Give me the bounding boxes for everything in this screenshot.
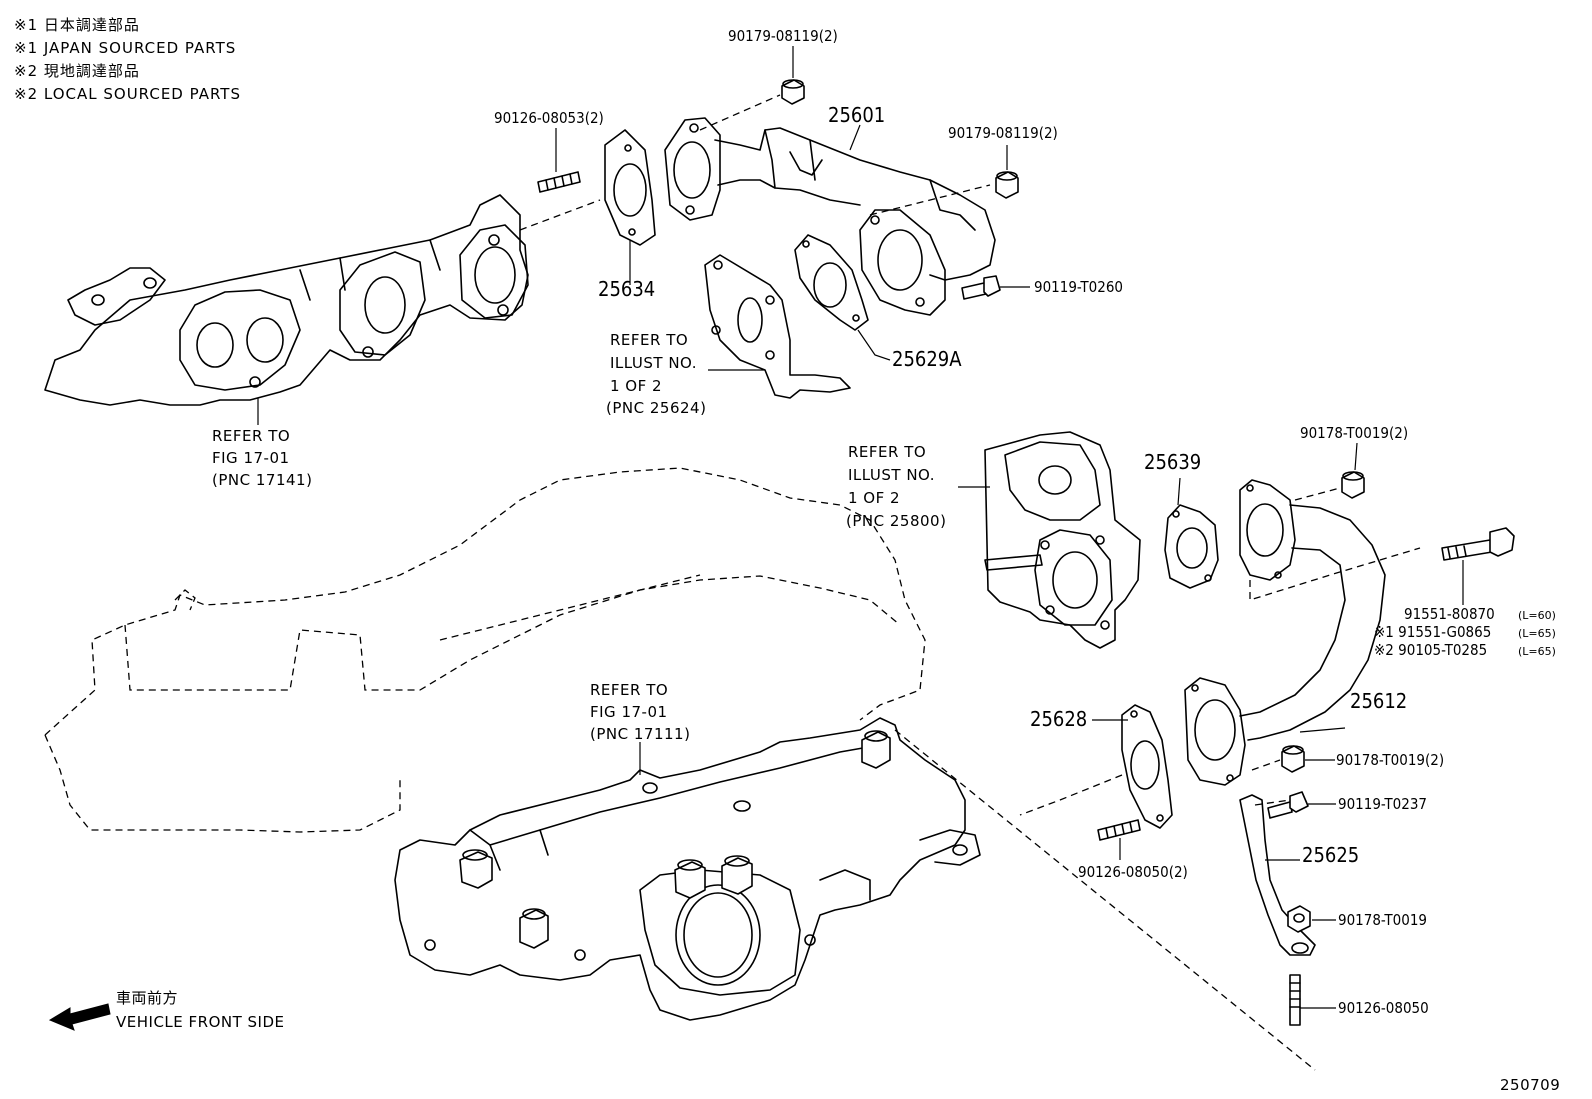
ref-a-line-3: 1 OF 2	[610, 377, 662, 395]
nut-90178-t0019	[1287, 905, 1336, 933]
label-91551-80870-length: (L=60)	[1518, 609, 1556, 622]
bolt-90178-t0019-top	[1294, 442, 1365, 501]
ref-a-line-2: ILLUST NO.	[610, 354, 697, 372]
reference-illust-25800: REFER TO ILLUST NO. 1 OF 2 (PNC 25800)	[846, 443, 946, 530]
ref-c-line-4: (PNC 25800)	[846, 512, 946, 530]
part-number-labels: 90179-08119(2) 25601 90179-08119(2) 9012…	[494, 27, 1556, 1017]
label-90179-08119-right: 90179-08119(2)	[948, 124, 1058, 142]
label-91551-g0865: ※1 91551-G0865	[1374, 623, 1491, 641]
label-25612: 25612	[1350, 689, 1407, 713]
label-25629a: 25629A	[892, 347, 962, 371]
label-90105-t0285: ※2 90105-T0285	[1374, 641, 1487, 659]
reference-illust-25624: REFER TO ILLUST NO. 1 OF 2 (PNC 25624)	[606, 331, 706, 417]
gasket-25629a	[794, 234, 891, 361]
label-90119-t0260: 90119-T0260	[1034, 278, 1123, 296]
figure-number: 250709	[1500, 1076, 1560, 1094]
label-90179-08119-top: 90179-08119(2)	[728, 27, 838, 45]
exhaust-manifold	[44, 194, 601, 425]
label-91551-g0865-length: (L=65)	[1518, 627, 1556, 640]
ref-b-line-2: FIG 17-01	[212, 449, 290, 467]
note-line-4: ※2 LOCAL SOURCED PARTS	[14, 85, 241, 103]
intake-manifold	[394, 717, 981, 1021]
gasket-25628	[1019, 704, 1173, 829]
label-25639: 25639	[1144, 450, 1201, 474]
ref-b-line-1: REFER TO	[212, 427, 290, 445]
egr-valve-25800	[958, 431, 1141, 649]
ref-d-line-1: REFER TO	[590, 681, 668, 699]
ref-a-line-1: REFER TO	[610, 331, 688, 349]
label-25601: 25601	[828, 103, 885, 127]
stud-90126-08050-pair	[1097, 819, 1141, 860]
engine-block-outline	[44, 467, 1316, 1071]
bracket-25625	[1239, 794, 1316, 956]
label-90126-08050-2: 90126-08050(2)	[1078, 863, 1188, 881]
ref-b-line-3: (PNC 17141)	[212, 471, 312, 489]
label-90178-t0019: 90178-T0019	[1338, 911, 1427, 929]
reference-fig-17141: REFER TO FIG 17-01 (PNC 17141)	[212, 427, 312, 489]
stud-90126-08050	[1289, 974, 1336, 1026]
note-line-3: ※2 現地調達部品	[14, 62, 140, 80]
vehicle-front-label: 車両前方 VEHICLE FRONT SIDE	[116, 989, 285, 1031]
label-91551-80870: 91551-80870	[1404, 605, 1495, 623]
egr-pipe-25612	[1184, 479, 1421, 786]
label-90126-08053: 90126-08053(2)	[494, 109, 604, 127]
label-90126-08050: 90126-08050	[1338, 999, 1429, 1017]
ref-c-line-3: 1 OF 2	[848, 489, 900, 507]
bolt-90179-top	[781, 46, 805, 105]
nut-90178-t0019-mid	[1281, 745, 1335, 773]
label-90105-t0285-length: (L=65)	[1518, 645, 1556, 658]
bolt-91551-80870	[1441, 527, 1515, 605]
stud-90126-08053	[537, 128, 581, 193]
ref-d-line-3: (PNC 17111)	[590, 725, 690, 743]
label-90178-t0019-2-mid: 90178-T0019(2)	[1336, 751, 1444, 769]
sourcing-notes: ※1 日本調達部品 ※1 JAPAN SOURCED PARTS ※2 現地調達…	[14, 16, 241, 103]
label-90178-t0019-2-top: 90178-T0019(2)	[1300, 424, 1408, 442]
reference-fig-17111: REFER TO FIG 17-01 (PNC 17111)	[590, 681, 690, 743]
gasket-25639	[1164, 477, 1219, 589]
vehicle-front-arrow	[48, 1003, 111, 1031]
direction-en: VEHICLE FRONT SIDE	[116, 1013, 285, 1031]
ref-a-line-4: (PNC 25624)	[606, 399, 706, 417]
ref-d-line-2: FIG 17-01	[590, 703, 668, 721]
label-25628: 25628	[1030, 707, 1087, 731]
ref-c-line-2: ILLUST NO.	[848, 466, 935, 484]
egr-pipe-25601	[664, 94, 996, 316]
direction-jp: 車両前方	[116, 989, 178, 1007]
note-line-2: ※1 JAPAN SOURCED PARTS	[14, 39, 236, 57]
gasket-25634	[604, 129, 656, 285]
label-25634: 25634	[598, 277, 655, 301]
label-25625: 25625	[1302, 843, 1359, 867]
egr-bracket-25624	[704, 254, 851, 399]
note-line-1: ※1 日本調達部品	[14, 16, 140, 34]
bolt-90179-right	[995, 145, 1019, 199]
bolt-90119-t0260	[961, 275, 1030, 300]
label-90119-t0237: 90119-T0237	[1338, 795, 1427, 813]
ref-c-line-1: REFER TO	[848, 443, 926, 461]
bolt-90119-t0237	[1267, 791, 1336, 819]
